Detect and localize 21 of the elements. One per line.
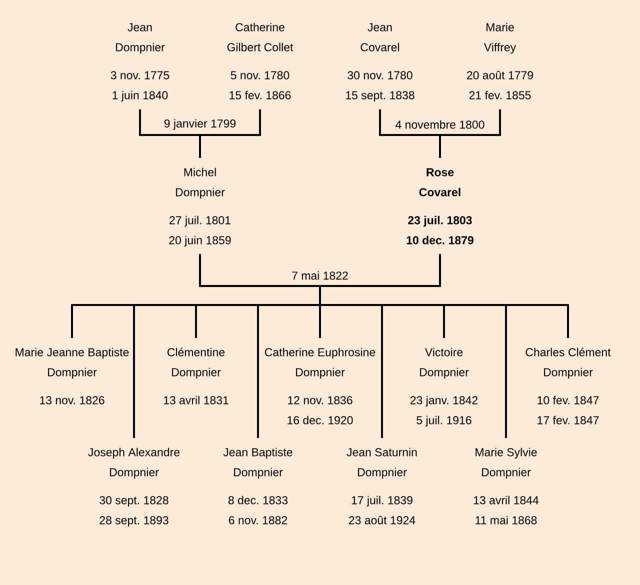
person-entry: Marie Viffrey 20 août 1779 21 fev. 1855 bbox=[467, 22, 533, 100]
descent-line bbox=[199, 109, 261, 158]
person-entry: Jean Dompnier 3 nov. 1775 1 juin 1840 bbox=[110, 23, 170, 102]
person-entry: Marie Sylvie Dompnier 13 avril 1844 11 mai 1868 bbox=[474, 448, 539, 524]
person-entry: Catherine Euphrosine Dompnier 12 nov. 1836 16 dec. 1920 bbox=[264, 348, 376, 424]
descent-line bbox=[319, 254, 507, 438]
person-entry: Victoire Dompnier 23 janv. 1842 5 juil. 1916 bbox=[410, 348, 478, 427]
person-entry: Charles Clément Dompnier 10 fev. 1847 17 fev. 1847 bbox=[526, 348, 611, 424]
edge-label: 4 novembre 1800 bbox=[394, 119, 486, 130]
person-entry: Clémentine Dompnier 13 avril 1831 bbox=[164, 348, 228, 404]
edge-label: 9 janvier 1799 bbox=[162, 118, 238, 131]
person-entry: Jean Covarel 30 nov. 1780 15 sept. 1838 bbox=[346, 23, 414, 102]
person-entry: Jean Saturnin Dompnier 17 juil. 1839 23 août 1924 bbox=[346, 448, 417, 524]
person-entry: Marie Jeanne Baptiste Dompnier 13 nov. 1826 bbox=[16, 348, 129, 404]
descent-line bbox=[439, 109, 501, 158]
person-entry: Michel Dompnier 27 juil. 1801 20 juin 1859 bbox=[169, 168, 231, 247]
person-entry: Jean Baptiste Dompnier 8 dec. 1833 6 nov. 1882 bbox=[223, 448, 292, 524]
person-entry: Rose Covarel 23 juil. 1803 10 dec. 1879 bbox=[406, 168, 474, 244]
edge-label: 7 mai 1822 bbox=[290, 270, 350, 281]
person-entry: Joseph Alexandre Dompnier 30 sept. 1828 28 sept. 1893 bbox=[88, 448, 180, 527]
person-entry: Catherine Gilbert Collet 5 nov. 1780 15 fev. 1866 bbox=[227, 22, 294, 100]
